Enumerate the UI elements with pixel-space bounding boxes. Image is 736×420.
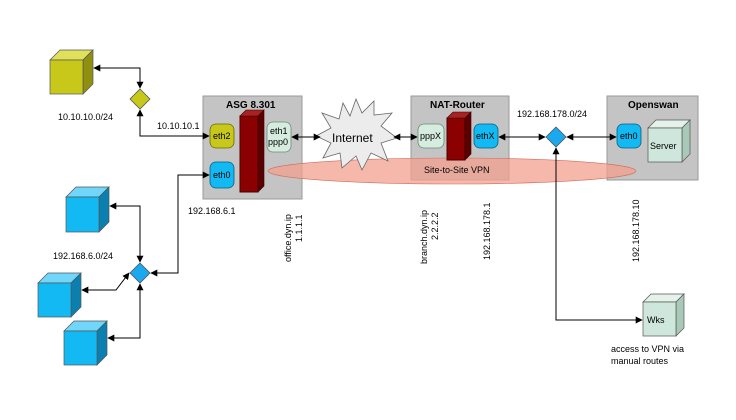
asg-eth2-port <box>209 123 235 149</box>
link-cyan2-hub <box>81 272 130 294</box>
cyan-host-cube-1 <box>65 196 100 233</box>
cyan-switch-hub <box>129 262 151 284</box>
link-yellowcube-hub <box>93 64 144 89</box>
openswan-ip-label: 192.168.178.10 <box>631 199 641 262</box>
link-hub-eth0 <box>150 171 210 277</box>
nat-router-block <box>446 117 466 161</box>
connectors <box>81 64 643 342</box>
asg-eth0-label: eth0 <box>213 170 231 180</box>
asg-eth0-port <box>209 161 235 189</box>
cyan-host-cube-2 <box>37 282 72 318</box>
link-cyan1-hub <box>109 202 144 263</box>
nat-router-block-side <box>464 111 472 161</box>
internet-label: Internet <box>332 131 373 145</box>
asg-router-block-top <box>239 109 265 117</box>
vpn-label: Site-to-Site VPN <box>424 165 490 175</box>
asg-eth1-label: eth1 <box>270 126 288 136</box>
ip-10-1-label: 10.10.10.1 <box>157 121 200 131</box>
wks-note-line2: manual routes <box>611 356 669 366</box>
office-ip-label: 1.1.1.1 <box>294 214 304 242</box>
internet-cloud <box>315 97 398 171</box>
nat-ethx-port <box>473 123 499 149</box>
nat-pppx-port <box>417 123 445 149</box>
wks-label: Wks <box>647 315 665 325</box>
asg-title: ASG 8.301 <box>226 100 276 111</box>
wks-cube <box>642 301 677 337</box>
server-cube-front <box>647 127 683 163</box>
asg-eth1-ppp0-port <box>266 121 292 153</box>
link-hub-eth2 <box>136 109 210 140</box>
right-switch-hub <box>545 126 567 148</box>
asg-router-block-side <box>257 109 265 193</box>
net-6-label: 192.168.6.0/24 <box>53 251 113 261</box>
nat-ethx-label: ethX <box>476 131 495 141</box>
asg-ip-label: 192.168.6.1 <box>188 206 236 216</box>
link-hub-wks <box>552 147 643 324</box>
asg-ppp0-label: ppp0 <box>268 137 288 147</box>
office-dyn-label: office.dyn.ip <box>283 214 293 262</box>
server-label: Server <box>650 141 677 151</box>
net-178-label: 192.168.178.0/24 <box>517 109 587 119</box>
yellow-host-cube <box>49 59 84 95</box>
yellow-switch-hub <box>129 88 151 110</box>
openswan-title: Openswan <box>628 100 679 111</box>
openswan-eth0-label: eth0 <box>620 131 638 141</box>
asg-router-block <box>239 115 259 193</box>
link-cyan3-hub <box>107 283 144 342</box>
branch-dyn-label: branch.dyn.ip <box>419 210 429 264</box>
nat-ip-label: 192.168.178.1 <box>482 202 492 260</box>
wks-note-line1: access to VPN via <box>611 344 684 354</box>
nat-router-block-top <box>446 111 472 119</box>
branch-ip-label: 2.2.2.2 <box>430 212 440 240</box>
cyan-host-cube-3 <box>63 330 98 366</box>
nat-pppx-label: pppX <box>420 131 441 141</box>
asg-eth2-label: eth2 <box>213 131 231 141</box>
net-10-label: 10.10.10.0/24 <box>58 112 113 122</box>
nat-title: NAT-Router <box>430 100 485 111</box>
